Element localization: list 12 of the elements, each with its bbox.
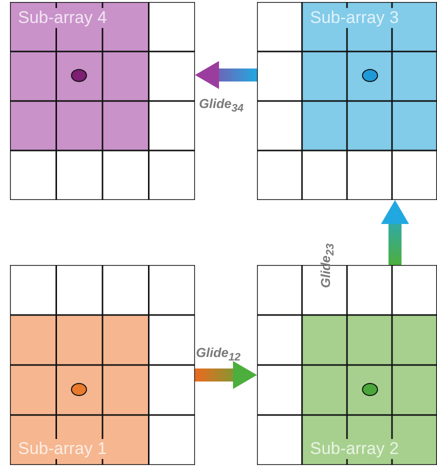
grid-panel <box>10 265 195 465</box>
grid-panel <box>10 2 195 200</box>
region-label: Sub-array 1 <box>16 439 109 459</box>
region-label: Sub-array 2 <box>308 439 401 459</box>
arrow <box>195 361 257 389</box>
edge-label: Glide$_{34}$ <box>199 96 244 115</box>
region-label: Sub-array 4 <box>16 8 109 28</box>
region-label: Sub-array 3 <box>308 8 401 28</box>
edge-label: Glide$_{12}$ <box>196 345 241 364</box>
grid-panel <box>257 2 437 200</box>
arrow <box>195 61 257 89</box>
arrow <box>381 200 409 265</box>
